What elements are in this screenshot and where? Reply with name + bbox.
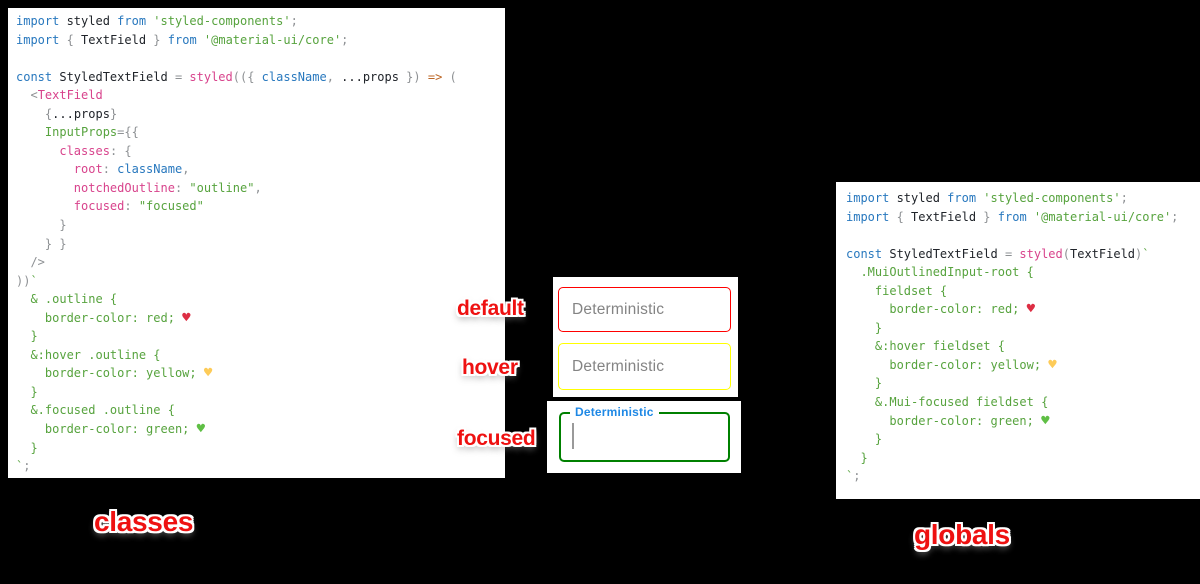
- code-line: }: [16, 329, 38, 344]
- code-line: }: [846, 450, 868, 465]
- code-line: />: [16, 255, 45, 270]
- annotation-focused: focused: [457, 427, 536, 450]
- annotation-hover: hover: [462, 356, 518, 379]
- code-line: ))`: [16, 273, 38, 288]
- code-line: const StyledTextField = styled(TextField…: [846, 246, 1150, 261]
- right-code-panel: import styled from 'styled-components'; i…: [836, 182, 1200, 499]
- code-line: }: [846, 320, 883, 335]
- code-line: border-color: green; ♥: [846, 412, 1050, 429]
- code-line: focused: "focused": [73, 199, 204, 214]
- code-line: &:hover fieldset {: [846, 339, 1005, 354]
- textfield-focused-label: Deterministic: [570, 405, 659, 419]
- code-line: `;: [16, 459, 31, 474]
- caption-classes: classes: [94, 506, 194, 537]
- code-line: import styled from 'styled-components';: [16, 14, 298, 28]
- code-line: classes: {: [59, 143, 132, 158]
- textfield-hover-label: Deterministic: [572, 357, 665, 375]
- code-line: border-color: red; ♥: [846, 301, 1036, 318]
- caption-globals: globals: [914, 519, 1010, 550]
- code-line: border-color: red; ♥: [16, 309, 191, 326]
- code-line: [16, 49, 505, 68]
- yellow-heart-icon: ♥: [203, 365, 213, 382]
- yellow-heart-icon: ♥: [1048, 356, 1057, 373]
- code-line: border-color: yellow; ♥: [16, 365, 213, 382]
- code-line: const StyledTextField = styled(({ classN…: [16, 69, 457, 84]
- code-line: &:hover .outline {: [16, 347, 161, 362]
- code-line: }: [16, 440, 38, 455]
- code-line: import { TextField } from '@material-ui/…: [846, 209, 1179, 224]
- code-line: &.Mui-focused fieldset {: [846, 395, 1049, 410]
- textfield-default-label: Deterministic: [572, 300, 665, 318]
- textfield-demo-panel: Deterministic Deterministic: [553, 277, 738, 397]
- code-line: &.focused .outline {: [16, 403, 175, 418]
- code-line: fieldset {: [846, 283, 948, 298]
- code-line: <TextField: [16, 88, 103, 103]
- annotation-default: default: [457, 297, 524, 320]
- textfield-focused[interactable]: Deterministic: [559, 405, 730, 462]
- code-line: import { TextField } from '@material-ui/…: [16, 32, 349, 47]
- textfield-hover[interactable]: Deterministic: [558, 343, 731, 390]
- red-heart-icon: ♥: [182, 309, 191, 326]
- textfield-demo-panel-focused: Deterministic: [547, 401, 741, 473]
- text-cursor: [572, 423, 574, 449]
- textfield-default[interactable]: Deterministic: [558, 287, 731, 332]
- code-line: }: [16, 384, 38, 399]
- code-line: notchedOutline: "outline",: [73, 180, 262, 195]
- code-line: border-color: green; ♥: [16, 421, 206, 438]
- code-line: {...props}: [44, 106, 118, 121]
- green-heart-icon: ♥: [196, 421, 206, 438]
- code-line: }: [846, 376, 883, 391]
- code-line: }: [16, 218, 67, 233]
- code-line: InputProps={{: [44, 125, 139, 140]
- code-line: } }: [16, 236, 67, 251]
- left-code-panel: import styled from 'styled-components'; i…: [8, 8, 505, 478]
- green-heart-icon: ♥: [1041, 412, 1050, 429]
- code-line: import styled from 'styled-components';: [846, 191, 1128, 205]
- code-line: `;: [846, 469, 861, 484]
- code-line: & .outline {: [16, 292, 118, 307]
- red-heart-icon: ♥: [1026, 301, 1036, 318]
- code-line: [846, 226, 1200, 245]
- code-line: }: [846, 432, 883, 447]
- code-line: border-color: yellow; ♥: [846, 356, 1057, 373]
- code-line: .MuiOutlinedInput-root {: [846, 265, 1034, 280]
- code-line: root: className,: [73, 162, 190, 177]
